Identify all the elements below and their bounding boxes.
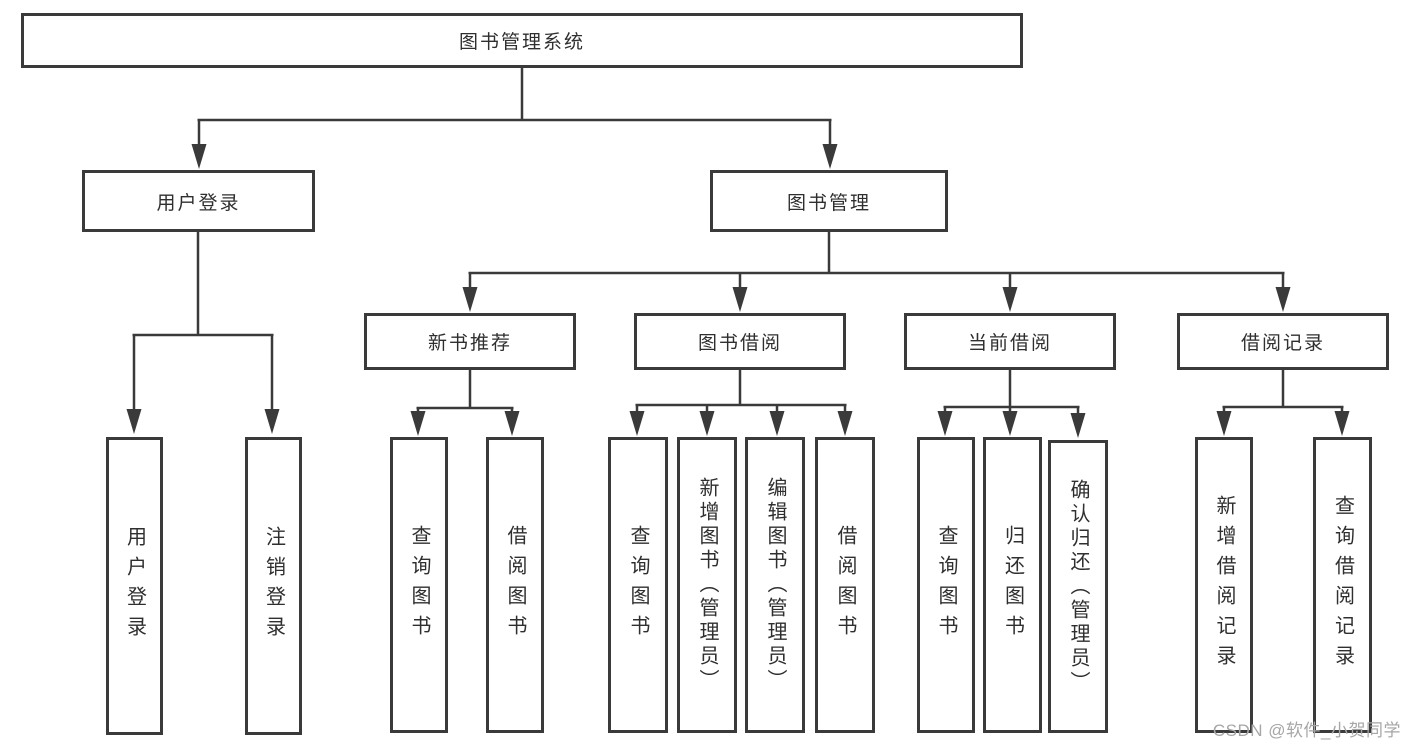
node-current-borrowing: 当前借阅 xyxy=(904,313,1116,370)
node-label: 借阅图书 xyxy=(504,525,526,645)
node-book-borrowing: 图书借阅 xyxy=(634,313,846,370)
node-label: 查询图书 xyxy=(627,525,649,645)
leaf-query-books-recommend: 查询图书 xyxy=(390,437,448,733)
node-label: 当前借阅 xyxy=(967,333,1052,354)
node-label: 新书推荐 xyxy=(427,333,512,354)
node-label: 图书管理系统 xyxy=(458,32,585,53)
leaf-logout-login: 注销登录 xyxy=(245,437,302,735)
connector-book-management-children xyxy=(462,232,1291,312)
leaf-confirm-return-admin: 确认归还（管理员） xyxy=(1048,440,1108,733)
leaf-user-login: 用户登录 xyxy=(106,437,163,735)
node-label: 编辑图书（管理员） xyxy=(764,477,786,693)
connector-book-borrowing-children xyxy=(629,370,853,436)
node-label: 图书借阅 xyxy=(697,333,782,354)
node-label: 新增借阅记录 xyxy=(1213,495,1235,675)
leaf-add-books-admin: 新增图书（管理员） xyxy=(677,437,737,733)
connector-borrow-records-children xyxy=(1216,370,1350,436)
node-label: 注销登录 xyxy=(262,526,285,646)
leaf-return-books: 归还图书 xyxy=(983,437,1042,733)
node-label: 查询图书 xyxy=(935,525,957,645)
node-book-management: 图书管理 xyxy=(710,170,948,232)
node-label: 用户登录 xyxy=(123,526,146,646)
connector-root-to-level2 xyxy=(191,67,838,169)
connector-current-borrowing-children xyxy=(937,370,1086,438)
node-label: 查询图书 xyxy=(408,525,430,645)
leaf-borrow-books-recommend: 借阅图书 xyxy=(486,437,544,733)
connector-new-book-recommend-children xyxy=(410,370,520,436)
node-label: 借阅记录 xyxy=(1240,333,1325,354)
leaf-query-borrow-record: 查询借阅记录 xyxy=(1313,437,1372,733)
leaf-query-books-borrowing: 查询图书 xyxy=(608,437,668,733)
node-label: 用户登录 xyxy=(156,192,241,214)
node-borrow-records: 借阅记录 xyxy=(1177,313,1389,370)
leaf-edit-books-admin: 编辑图书（管理员） xyxy=(745,437,805,733)
leaf-add-borrow-record: 新增借阅记录 xyxy=(1195,437,1253,733)
node-label: 确认归还（管理员） xyxy=(1067,478,1089,695)
leaf-query-books-current: 查询图书 xyxy=(917,437,975,733)
leaf-borrow-books-borrowing: 借阅图书 xyxy=(815,437,875,733)
node-new-book-recommend: 新书推荐 xyxy=(364,313,576,370)
connector-user-login-children xyxy=(126,232,280,434)
node-user-login: 用户登录 xyxy=(82,170,315,232)
node-label: 查询借阅记录 xyxy=(1331,495,1354,675)
watermark: CSDN @软件_小贺同学 xyxy=(1212,721,1401,740)
node-label: 新增图书（管理员） xyxy=(696,477,718,693)
node-label: 归还图书 xyxy=(1001,525,1024,645)
node-label: 图书管理 xyxy=(786,192,871,214)
node-library-system: 图书管理系统 xyxy=(21,13,1023,68)
node-label: 借阅图书 xyxy=(834,525,856,645)
